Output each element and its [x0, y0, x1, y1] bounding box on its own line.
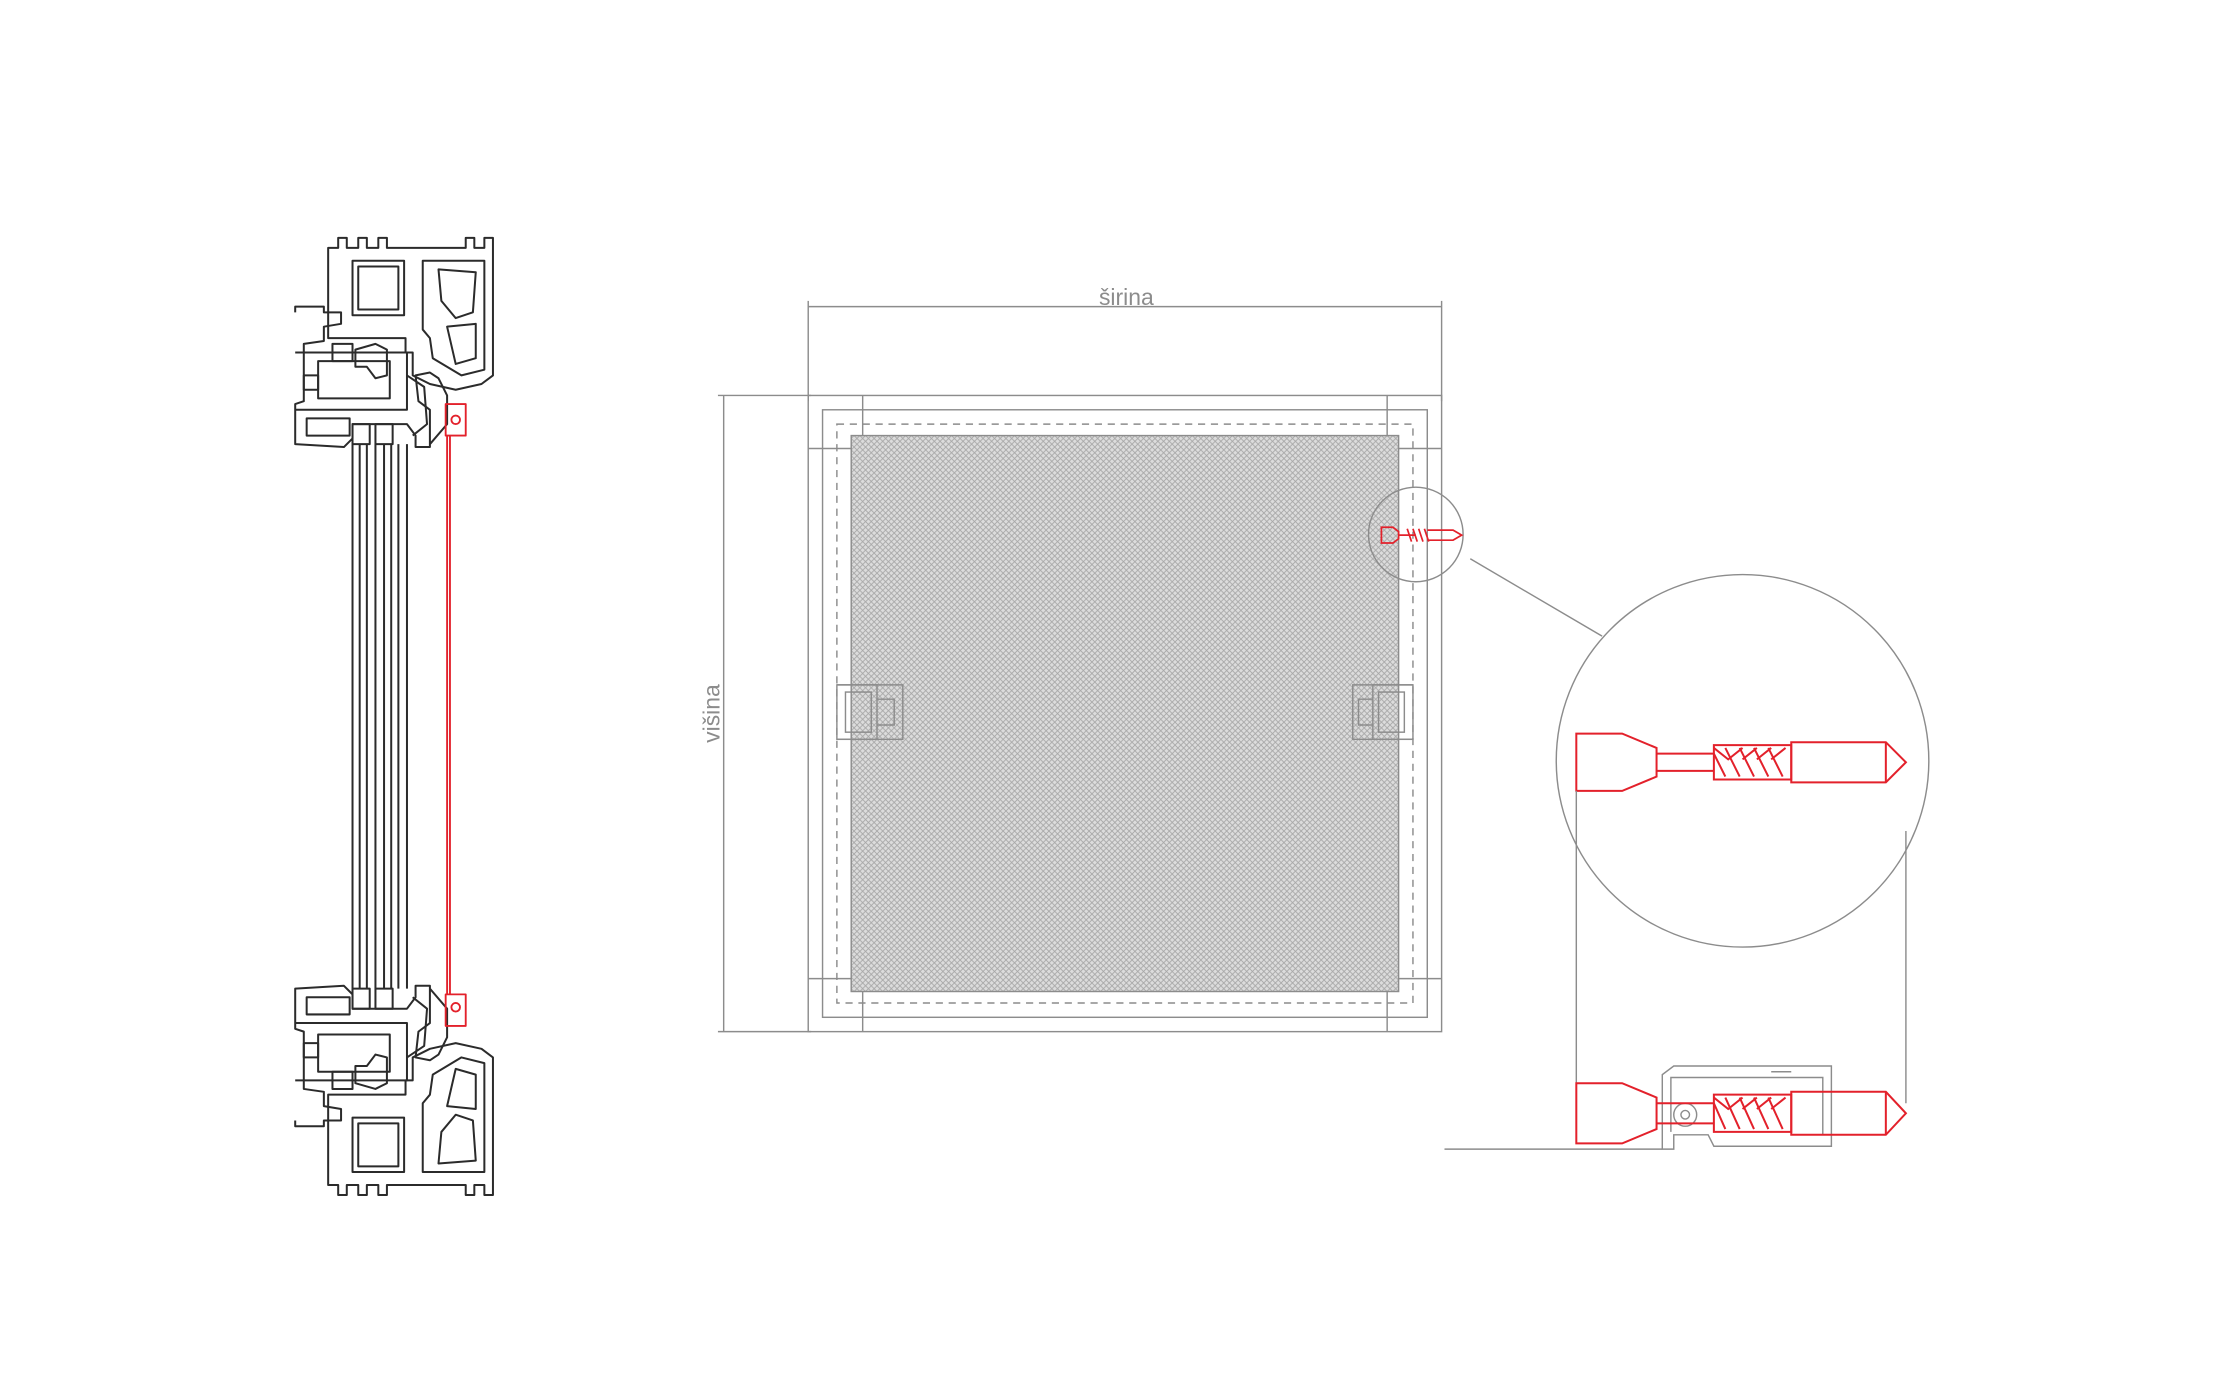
- width-dimension: širina: [807, 284, 1443, 402]
- insect-mesh: [850, 434, 1400, 993]
- top-profile: [294, 236, 494, 449]
- screen-frame-section: [444, 403, 467, 1027]
- glass-unit: [351, 444, 408, 989]
- front-view: širina višina: [698, 284, 1464, 1033]
- detail-marker: [1367, 486, 1464, 583]
- screw-icon: [1575, 1082, 1908, 1145]
- right-clip: [1352, 684, 1414, 741]
- height-label: višina: [698, 684, 724, 743]
- screw-icon: [1380, 526, 1464, 544]
- height-dimension: višina: [698, 394, 812, 1033]
- outer-frame: [807, 394, 1443, 1033]
- width-label: širina: [1099, 284, 1154, 310]
- window-profile-section: [294, 236, 494, 1196]
- clip-icon: [1661, 1065, 1833, 1150]
- screw-icon: [1575, 732, 1908, 792]
- left-clip: [836, 684, 904, 741]
- zoom-circle: [1555, 573, 1930, 948]
- zoom-detail: [1444, 558, 1930, 1150]
- bottom-profile: [294, 984, 494, 1196]
